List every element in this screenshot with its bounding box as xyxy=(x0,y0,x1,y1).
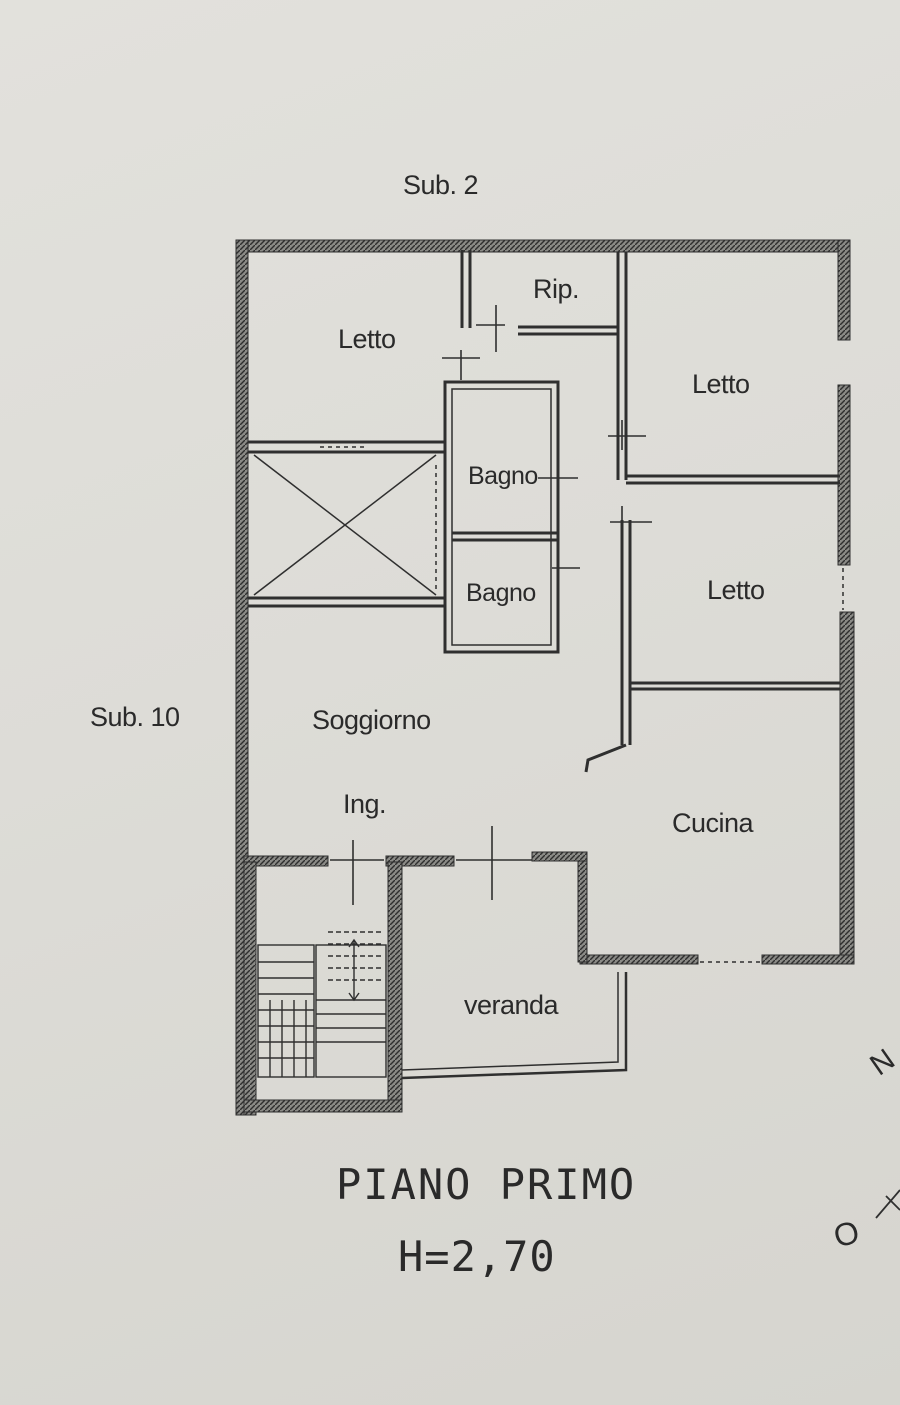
room-label-letto-ne: Letto xyxy=(692,369,750,399)
interior-walls xyxy=(248,250,840,1080)
compass-rose xyxy=(875,1189,900,1219)
ceiling-height-label: H=2,70 xyxy=(398,1232,556,1281)
sub-2-label: Sub. 2 xyxy=(403,170,479,200)
room-label-soggiorno: Soggiorno xyxy=(312,705,431,735)
room-label-cucina: Cucina xyxy=(672,808,754,838)
room-label-letto-e: Letto xyxy=(707,575,765,605)
room-label-rip: Rip. xyxy=(533,274,580,304)
sub-10-label: Sub. 10 xyxy=(90,702,180,732)
room-label-letto-nw: Letto xyxy=(338,324,396,354)
floor-name-title: PIANO PRIMO xyxy=(336,1160,637,1209)
room-label-bagno-lower: Bagno xyxy=(466,579,536,607)
exterior-walls xyxy=(235,239,855,1116)
room-label-ingresso: Ing. xyxy=(343,789,387,819)
door-swings xyxy=(330,305,652,905)
room-label-bagno-upper: Bagno xyxy=(468,462,538,490)
room-label-veranda: veranda xyxy=(464,990,559,1020)
staircase xyxy=(257,931,387,1078)
dashed-openings xyxy=(320,446,844,963)
